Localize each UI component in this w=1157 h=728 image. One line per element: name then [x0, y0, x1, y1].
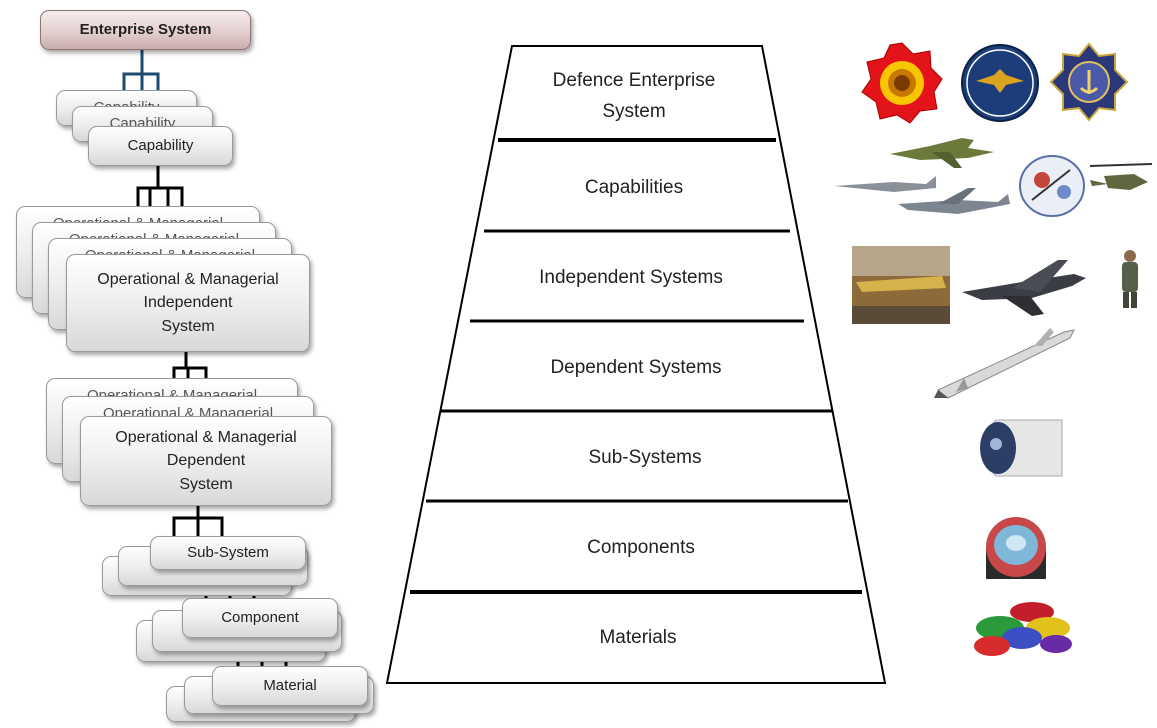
component-label: Component [221, 609, 299, 627]
tier-label-defence-enterprise-2: System [602, 101, 665, 122]
component-node: Component [182, 598, 338, 638]
sensor-component-icon [986, 517, 1046, 579]
navy-emblem-icon [1049, 42, 1129, 122]
independent-system-label: Operational & Managerial Independent Sys… [97, 271, 279, 335]
tier-label-materials: Materials [599, 627, 676, 648]
tier-label-independent-systems: Independent Systems [539, 267, 723, 288]
independent-system-node: Operational & Managerial Independent Sys… [66, 254, 310, 352]
material-node: Material [212, 666, 368, 706]
jet-side-icon [834, 176, 936, 192]
seeker-head-icon [980, 419, 1063, 477]
tier-label-sub-systems: Sub-Systems [589, 447, 702, 468]
gripen-jet-icon [962, 260, 1086, 316]
tier-label-capabilities: Capabilities [585, 177, 683, 198]
capability-node: Capability [88, 126, 233, 166]
enterprise-system-label: Enterprise System [79, 21, 212, 39]
capability-label: Capability [127, 137, 194, 155]
missile-icon [934, 328, 1075, 399]
attack-helicopter-icon [1089, 163, 1153, 190]
hangar-photo-icon [852, 246, 950, 324]
fighter-jet-icon [890, 138, 994, 168]
air-force-emblem-icon [961, 44, 1039, 122]
tier-label-components: Components [587, 537, 695, 558]
subsystem-label: Sub-System [187, 544, 269, 562]
transport-aircraft-icon [898, 188, 1010, 214]
tier-label-dependent-systems: Dependent Systems [550, 357, 721, 378]
plastic-granules-icon [974, 602, 1072, 656]
material-label: Material [263, 677, 317, 695]
enterprise-system-node: Enterprise System [40, 10, 251, 50]
dependent-system-label: Operational & Managerial Dependent Syste… [115, 429, 297, 493]
army-emblem-icon [861, 42, 943, 124]
subsystem-node: Sub-System [150, 536, 306, 570]
pyramid-outline [385, 45, 887, 684]
pilot-figure-icon [1122, 250, 1138, 308]
dependent-system-node: Operational & Managerial Dependent Syste… [80, 416, 332, 506]
maintenance-cartoon-icon [1019, 155, 1085, 217]
tier-label-defence-enterprise: Defence Enterprise [553, 70, 716, 91]
